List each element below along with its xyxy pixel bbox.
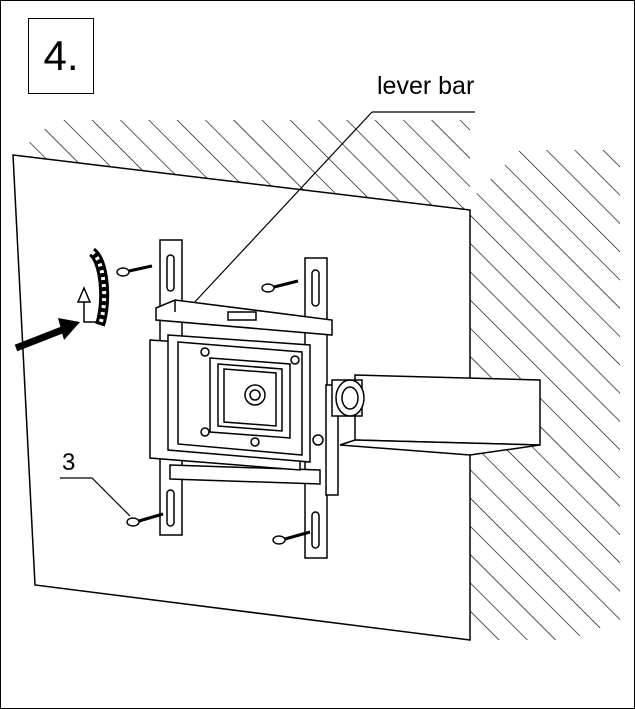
part-number-label: 3 — [62, 449, 76, 476]
screw-icon — [261, 279, 299, 293]
insertion-arrow-icon — [14, 318, 80, 352]
flush-box — [149, 334, 311, 471]
lever-bar-leader — [191, 111, 475, 306]
lever-bar-label: lever bar — [377, 72, 475, 100]
step-number: 4. — [28, 18, 94, 94]
part-three-leader — [60, 477, 131, 517]
screw-icon — [272, 530, 311, 545]
screw-icon — [116, 264, 153, 277]
shelf-ledge — [339, 374, 541, 456]
pipe-connector — [331, 379, 365, 417]
lever-bar — [155, 299, 333, 336]
screw-icon — [126, 512, 164, 527]
rotation-arrow-icon — [76, 247, 110, 327]
